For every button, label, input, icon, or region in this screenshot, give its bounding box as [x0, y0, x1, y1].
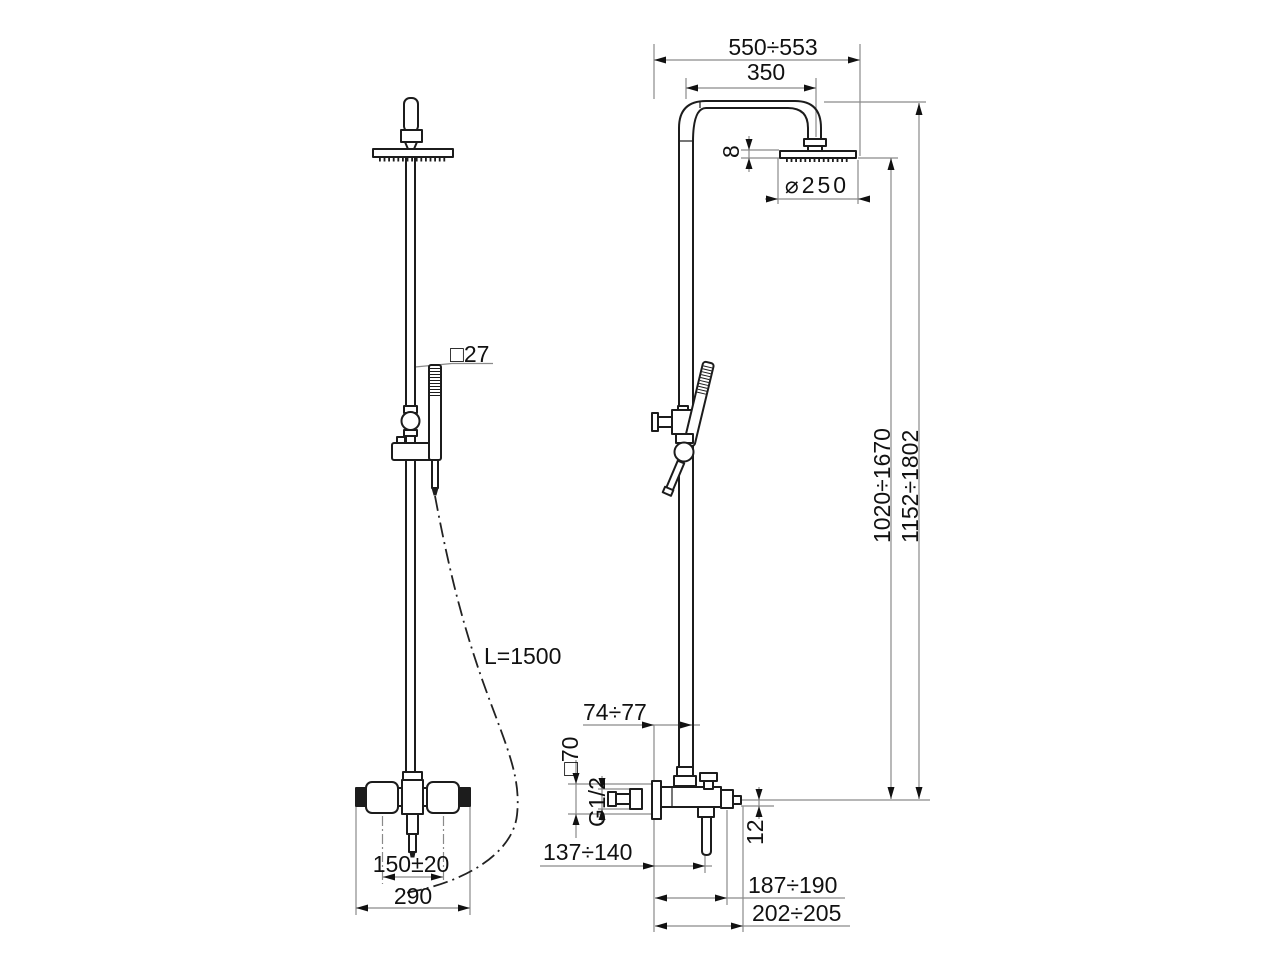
- label-escutcheon-square: □70: [557, 737, 583, 776]
- label-body-width: 290: [394, 883, 432, 909]
- front-hand-shower-hose: [404, 495, 519, 894]
- mixer-spout-front: [406, 813, 419, 835]
- side-mixer: [607, 766, 742, 856]
- label-projection-overall: 202÷205: [752, 900, 841, 926]
- label-overall-reach: 550÷553: [728, 34, 817, 60]
- side-holder-and-handshower: [651, 360, 715, 497]
- diverter-cap: [699, 772, 718, 782]
- handshower-lever-side: [661, 459, 686, 497]
- front-riser-and-overhead: [372, 97, 454, 774]
- side-riser-and-arm: [678, 100, 822, 778]
- inlet-nut: [629, 788, 643, 810]
- label-hose-length: L=1500: [484, 643, 561, 669]
- side-view: [607, 100, 857, 856]
- label-riser-square: □27: [450, 341, 489, 367]
- front-view: [355, 97, 519, 894]
- side-overhead-shower: [779, 138, 857, 162]
- riser-base-nut: [673, 775, 697, 787]
- dimension-arrows: [356, 56, 923, 930]
- front-slider-node: [400, 405, 421, 437]
- label-projection-mid: 187÷190: [748, 872, 837, 898]
- inlet-end: [607, 791, 617, 807]
- handshower-outlet-tip: [431, 487, 439, 496]
- handshower-ribs-side: [696, 365, 713, 397]
- label-head-diameter: ⌀250: [785, 172, 849, 198]
- label-wall-to-spout: 137÷140: [543, 839, 632, 865]
- label-connection-thread: G1/2: [584, 777, 610, 827]
- label-height-to-head: 1020÷1670: [869, 428, 895, 543]
- front-mixer: [355, 771, 471, 858]
- wall-escutcheon: [651, 780, 662, 820]
- head-collar-side: [803, 138, 827, 147]
- arm-end-front: [403, 97, 419, 133]
- holder-ball-joint: [673, 441, 695, 463]
- shower-head-side: [779, 150, 857, 159]
- arm-nut-front: [400, 129, 423, 143]
- shower-head-front: [372, 148, 454, 158]
- front-handshower: [428, 364, 442, 496]
- spout-base-side: [697, 806, 715, 818]
- label-arm-projection: 350: [747, 59, 785, 85]
- front-handshower-holder: [391, 436, 434, 461]
- mixer-handle-right: [426, 781, 460, 814]
- label-outlet-offset: 12: [742, 819, 768, 845]
- spout-tube-side: [701, 816, 712, 856]
- mixer-handle-left: [365, 781, 399, 814]
- label-head-thickness: 8: [718, 145, 744, 158]
- dimension-labels: □27 L=1500 150±20 290 550÷553 350 8 ⌀250…: [373, 34, 923, 926]
- mixer-center-block: [401, 779, 424, 815]
- label-wall-to-riser: 74÷77: [583, 699, 647, 725]
- label-supply-centers: 150±20: [373, 851, 450, 877]
- label-overall-height: 1152÷1802: [897, 430, 923, 543]
